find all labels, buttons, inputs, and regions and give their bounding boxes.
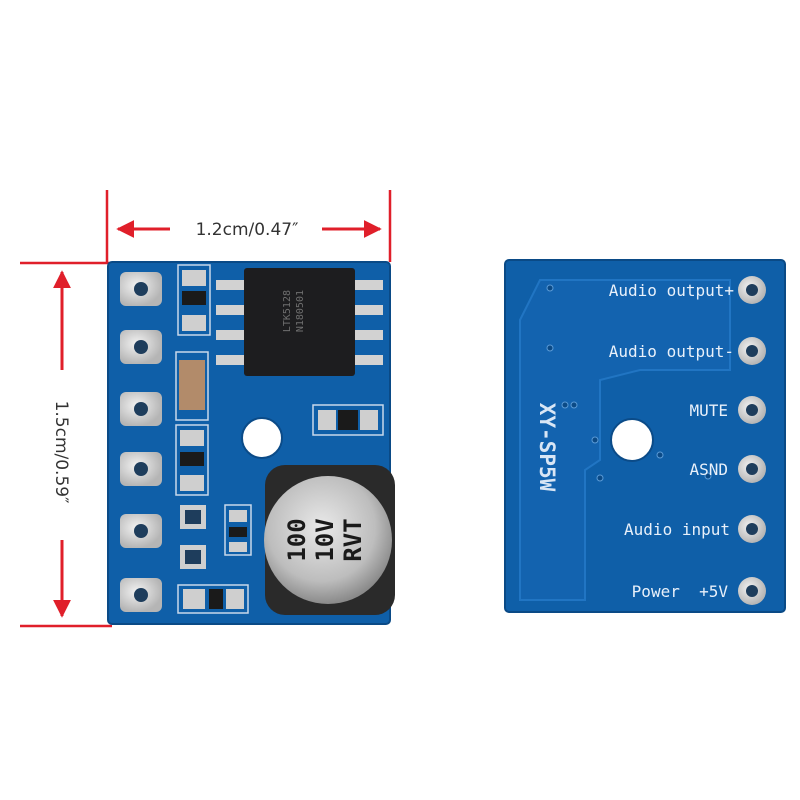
vias <box>546 284 712 482</box>
model-label: XY-SP5W <box>535 403 559 492</box>
pin-pad <box>738 577 766 605</box>
smd-components <box>175 264 384 614</box>
dimension-markings: 1.2cm/0.47″ 1.5cm/0.59″ <box>20 190 392 628</box>
pin-pad <box>738 515 766 543</box>
pin-label-audio-output-minus: Audio output- <box>609 342 734 361</box>
amplifier-chip: LTK5128 N180501 <box>216 268 383 376</box>
pin-pad <box>120 330 162 364</box>
pin-label-audio-output-plus: Audio output+ <box>609 281 734 300</box>
chip-marking-line2: N180501 <box>295 290 306 332</box>
capacitor-text-line1: 100 <box>283 518 311 561</box>
chip-body <box>244 268 355 376</box>
front-pin-pads <box>120 272 162 612</box>
pin-pad <box>738 337 766 365</box>
pin-pad <box>120 578 162 612</box>
pin-label-mute: MUTE <box>689 401 728 420</box>
back-board: XY-SP5W Audio output+ Audio output- MUTE… <box>504 259 786 613</box>
pin-label-power: Power +5V <box>632 582 729 601</box>
electrolytic-capacitor: 100 10V RVT <box>264 465 395 615</box>
pin-pad <box>120 452 162 486</box>
pin-pad <box>120 514 162 548</box>
pin-label-asnd: ASND <box>689 460 728 479</box>
pin-pad <box>120 392 162 426</box>
pin-pad <box>738 276 766 304</box>
back-pin-pads <box>738 276 766 605</box>
pin-labels: Audio output+ Audio output- MUTE ASND Au… <box>609 281 734 601</box>
pin-pad <box>738 396 766 424</box>
pin-pad <box>120 272 162 306</box>
front-board: LTK5128 N180501 100 10V RVT <box>107 261 395 625</box>
back-mounting-hole <box>610 418 654 462</box>
capacitor-top <box>264 476 392 604</box>
pin-pad <box>738 455 766 483</box>
width-label: 1.2cm/0.47″ <box>196 220 299 240</box>
front-mounting-hole <box>241 417 283 459</box>
pin-label-audio-input: Audio input <box>624 520 730 539</box>
chip-marking-line1: LTK5128 <box>282 290 293 332</box>
capacitor-text-line3: RVT <box>339 518 367 561</box>
capacitor-text-line2: 10V <box>311 518 339 561</box>
height-label: 1.5cm/0.59″ <box>51 401 71 504</box>
copper-pour <box>519 279 731 601</box>
